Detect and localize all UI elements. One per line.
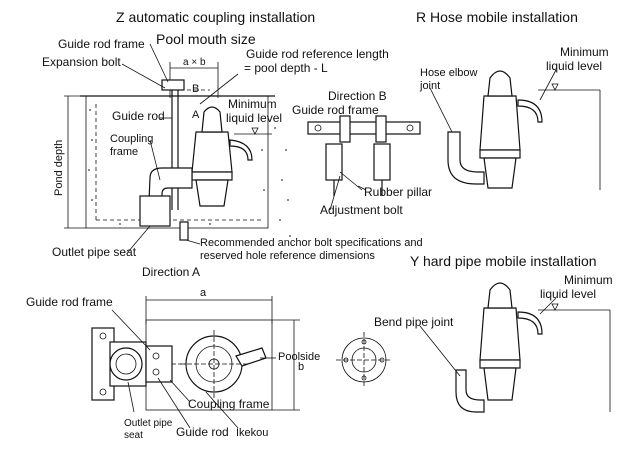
coupling-frame-line2: frame [110, 146, 138, 158]
plan-b-label: b [298, 361, 304, 373]
z-anchor-block [179, 221, 189, 241]
z-liquid-level-marker [251, 127, 259, 135]
z-coupling-section [64, 43, 291, 253]
y-liquid-level-marker [551, 303, 559, 311]
z-min-liquid-line2: liquid level [226, 111, 282, 125]
hose-elbow-line1: Hose elbow [420, 67, 478, 79]
y-install-title: Y hard pipe mobile installation [410, 253, 597, 269]
z-min-liquid-line1: Minimum [228, 97, 277, 111]
b-rubber-pillar-right [373, 143, 391, 181]
r-pump-motor [479, 95, 521, 151]
rubber-pillar-label: Rubber pillar [364, 185, 432, 199]
plan-a-label: a [200, 287, 207, 299]
r-hose-elbow [447, 131, 485, 185]
plan-outlet-pipe-line2: seat [124, 430, 143, 441]
y-hard-pipe-section [336, 282, 611, 413]
r-pump-volute [483, 157, 517, 189]
a-mark-label: A [192, 109, 200, 121]
plan-coupling-frame [145, 345, 173, 383]
z-install-title: Z automatic coupling installation [116, 9, 315, 25]
ikekou-label: Ikekou [236, 427, 268, 439]
bend-pipe-joint-label: Bend pipe joint [374, 315, 454, 329]
b-guide-rod-frame-label: Guide rod frame [292, 103, 379, 117]
plan-guide-rod-label: Guide rod [176, 425, 229, 439]
y-pump-volute [483, 367, 517, 401]
outlet-pipe-seat-label: Outlet pipe seat [52, 245, 137, 259]
guide-rod-ref-line1: Guide rod reference length [246, 47, 389, 61]
direction-b-label: Direction B [328, 89, 387, 103]
b-rubber-pillar-left [325, 143, 343, 181]
y-min-liquid-line2: liquid level [540, 287, 596, 301]
axb-label: a × b [183, 57, 206, 68]
z-outlet-seat [139, 195, 171, 227]
anchor-spec-line2: reserved hole reference dimensions [200, 250, 375, 262]
r-min-liquid-line1: Minimum [560, 45, 609, 59]
z-pump-handle [201, 106, 223, 133]
y-min-liquid-line1: Minimum [564, 273, 613, 287]
y-bend-pipe [455, 369, 485, 413]
plan-outlet-pipe-line1: Outlet pipe [124, 418, 173, 429]
z-pump-motor [191, 131, 233, 173]
anchor-spec-line1: Recommended anchor bolt specifications a… [200, 237, 423, 249]
z-pump-volute [195, 179, 229, 207]
z-pump-cable [229, 139, 253, 161]
r-pump-cable [517, 99, 543, 123]
direction-a-label: Direction A [142, 265, 200, 279]
r-pump-handle [487, 70, 513, 97]
plan-outlet-flange [109, 347, 143, 381]
coupling-frame-line1: Coupling [110, 133, 153, 145]
r-install-title: R Hose mobile installation [416, 9, 578, 25]
plan-guide-rod-a [152, 352, 160, 360]
b-guide-rod-frame [307, 121, 421, 135]
poolside-label: Poolside [278, 351, 320, 363]
plan-pump-cable [235, 347, 267, 367]
plan-guide-rod-frame-label: Guide rod frame [26, 295, 113, 309]
expansion-bolt-label: Expansion bolt [42, 55, 121, 69]
y-pump-cable [517, 311, 543, 335]
guide-rod-frame-label: Guide rod frame [58, 37, 145, 51]
guide-rod-label: Guide rod [112, 109, 165, 123]
pond-depth-label: Pond depth [53, 140, 65, 196]
r-liquid-level-marker [551, 83, 559, 91]
pool-mouth-size-label: Pool mouth size [156, 31, 256, 47]
adjustment-bolt-label: Adjustment bolt [320, 203, 403, 217]
plan-coupling-frame-label: Coupling frame [188, 397, 270, 411]
direction-b-section [307, 115, 421, 211]
plan-guide-rod-b [152, 368, 160, 376]
guide-rod-ref-line2: = pool depth - L [244, 61, 328, 75]
hose-elbow-line2: joint [419, 80, 440, 92]
guide-rod-frame-top [161, 79, 185, 91]
r-min-liquid-line2: liquid level [546, 59, 602, 73]
b-mark-label: B [192, 83, 199, 95]
r-hose-section [429, 69, 601, 190]
y-pump-motor [479, 307, 521, 361]
plan-view-section [91, 296, 300, 429]
y-pump-handle [487, 282, 513, 309]
